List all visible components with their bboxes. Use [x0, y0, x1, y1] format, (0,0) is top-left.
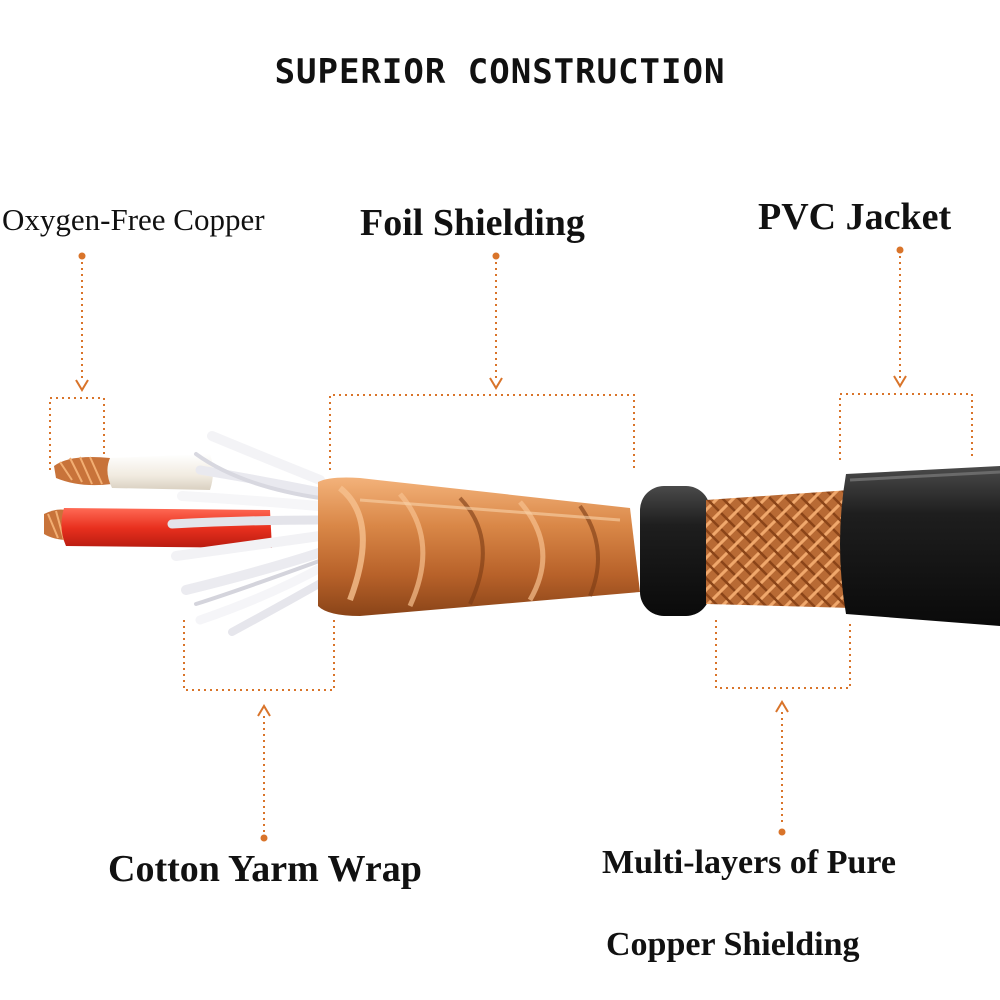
white-insulation: [107, 454, 213, 490]
jacket-ring: [640, 486, 710, 616]
page-title: SUPERIOR CONSTRUCTION: [274, 52, 726, 92]
jacket-highlight: [849, 470, 1000, 482]
callout-dot: [492, 252, 500, 260]
label-copper-shielding-line1: Multi-layers of Pure: [602, 844, 896, 881]
red-wire: [44, 508, 272, 548]
arrow-up-icon: [775, 700, 789, 713]
label-oxygen-free-copper: Oxygen-Free Copper: [2, 202, 265, 237]
arrow-up-icon: [257, 704, 271, 717]
callout-copper-shielding: [715, 620, 851, 826]
callout-dot: [260, 834, 268, 842]
arrow-down-icon: [75, 379, 89, 392]
cotton-yarn-fibres: [167, 431, 330, 636]
callout-pvc-jacket: [839, 256, 973, 460]
foil-highlights: [338, 485, 621, 608]
callout-dot: [778, 828, 786, 836]
callout-cotton-yarn-wrap: [183, 620, 335, 832]
copper-conductor-top: [54, 456, 112, 486]
callout-oxygen-free-copper: [49, 262, 105, 470]
label-pvc-jacket: PVC Jacket: [758, 196, 952, 238]
callout-dot: [78, 252, 86, 260]
label-cotton-yarn-wrap: Cotton Yarm Wrap: [108, 848, 422, 890]
label-copper-shielding-line2: Copper Shielding: [606, 926, 860, 963]
braided-copper-shield: [706, 490, 852, 608]
arrow-down-icon: [893, 375, 907, 388]
arrow-down-icon: [489, 377, 503, 390]
callout-dot: [896, 246, 904, 254]
callout-foil-shielding: [329, 262, 635, 470]
pvc-jacket: [840, 466, 1000, 626]
foil-shielding: [318, 477, 640, 616]
label-foil-shielding: Foil Shielding: [360, 202, 585, 244]
